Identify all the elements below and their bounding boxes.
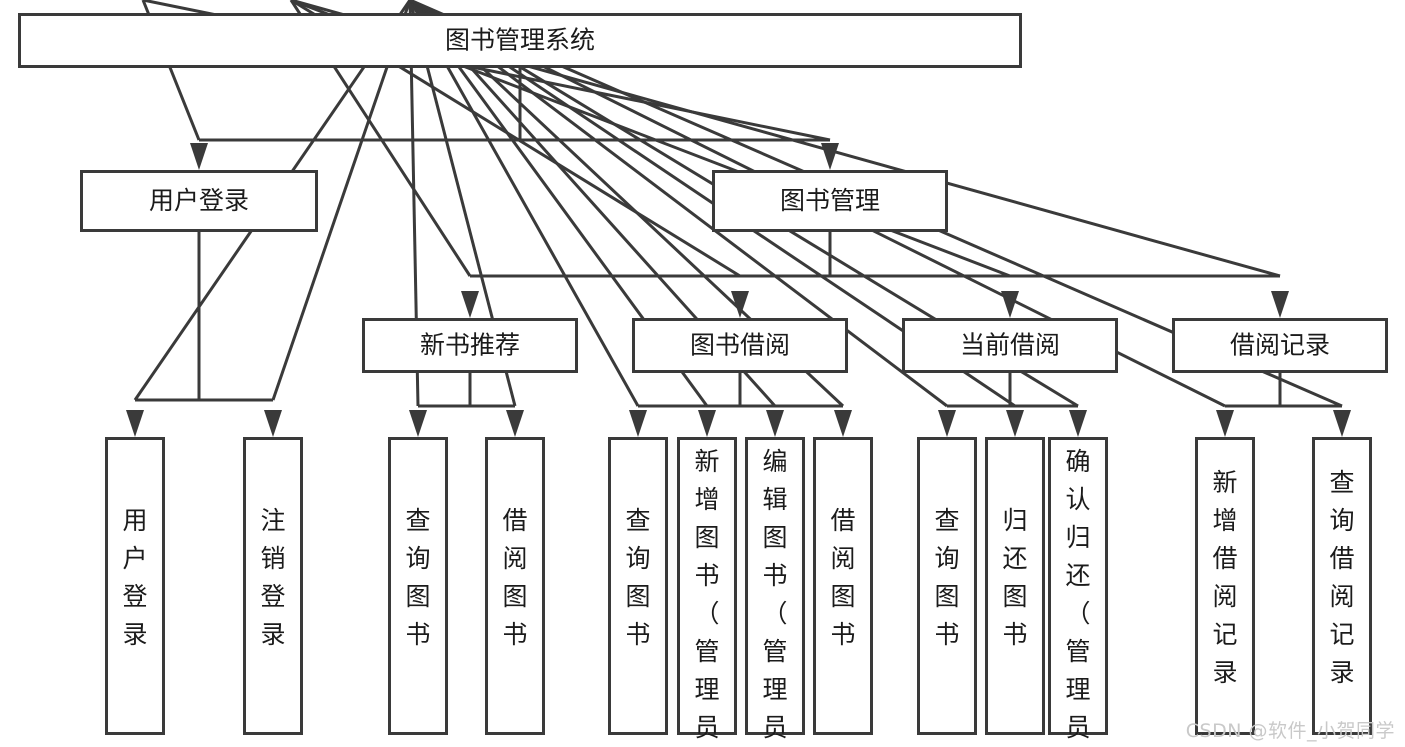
node-leaf-query-book-1[interactable]: 查询图书 [388, 437, 448, 735]
node-leaf-query-book-2-label: 查询图书 [625, 506, 650, 649]
node-leaf-query-book-2-rect[interactable] [608, 437, 668, 735]
arrow-head-icon [766, 410, 784, 437]
node-leaf-add-book-rect[interactable] [677, 437, 737, 735]
nodes: 图书管理系统用户登录图书管理新书推荐图书借阅当前借阅借阅记录用户登录注销登录查询… [18, 13, 1388, 747]
node-root-rect[interactable] [18, 13, 1022, 68]
node-leaf-query-book-3[interactable]: 查询图书 [917, 437, 977, 735]
node-leaf-confirm-return-label: 确认归还（管理员） [1065, 447, 1090, 747]
node-leaf-query-book-2[interactable]: 查询图书 [608, 437, 668, 735]
node-leaf-query-book-3-rect[interactable] [917, 437, 977, 735]
node-user-login-rect[interactable] [80, 170, 318, 232]
node-leaf-add-record-rect[interactable] [1195, 437, 1255, 735]
node-leaf-edit-book[interactable]: 编辑图书（管理员） [745, 437, 805, 747]
node-current-borrow-rect[interactable] [902, 318, 1118, 373]
node-leaf-logout-login-rect[interactable] [243, 437, 303, 735]
arrow-head-icon [698, 410, 716, 437]
node-book-management-label: 图书管理 [780, 186, 880, 215]
node-leaf-query-book-1-rect[interactable] [388, 437, 448, 735]
node-leaf-borrow-book-1[interactable]: 借阅图书 [485, 437, 545, 735]
arrow-head-icon [1216, 410, 1234, 437]
watermark-text: CSDN @软件_小贺同学 [1185, 720, 1395, 742]
node-root[interactable]: 图书管理系统 [18, 13, 1022, 68]
node-leaf-return-book-label: 归还图书 [1002, 506, 1027, 649]
node-leaf-query-record-label: 查询借阅记录 [1329, 468, 1354, 687]
node-leaf-query-book-3-label: 查询图书 [934, 506, 959, 649]
arrow-head-icon [190, 143, 208, 170]
node-book-borrow[interactable]: 图书借阅 [632, 318, 848, 373]
node-book-management[interactable]: 图书管理 [712, 170, 948, 232]
node-leaf-edit-book-label: 编辑图书（管理员） [762, 447, 787, 747]
node-current-borrow[interactable]: 当前借阅 [902, 318, 1118, 373]
node-root-label: 图书管理系统 [445, 26, 595, 55]
node-leaf-add-record[interactable]: 新增借阅记录 [1195, 437, 1255, 735]
node-leaf-add-book-label: 新增图书（管理员） [694, 447, 719, 747]
node-new-book-recommend-label: 新书推荐 [420, 331, 520, 360]
node-leaf-logout-login[interactable]: 注销登录 [243, 437, 303, 735]
node-user-login-label: 用户登录 [149, 186, 249, 215]
node-new-book-recommend[interactable]: 新书推荐 [362, 318, 578, 373]
arrow-head-icon [1069, 410, 1087, 437]
node-leaf-user-login-rect[interactable] [105, 437, 165, 735]
node-leaf-confirm-return-rect[interactable] [1048, 437, 1108, 735]
node-leaf-add-record-label: 新增借阅记录 [1212, 468, 1237, 687]
node-leaf-user-login-label: 用户登录 [122, 506, 147, 649]
node-user-login[interactable]: 用户登录 [80, 170, 318, 232]
arrow-head-icon [264, 410, 282, 437]
node-leaf-confirm-return[interactable]: 确认归还（管理员） [1048, 437, 1108, 747]
node-leaf-borrow-book-2[interactable]: 借阅图书 [813, 437, 873, 735]
arrow-head-icon [1006, 410, 1024, 437]
arrow-head-icon [126, 410, 144, 437]
arrow-head-icon [409, 410, 427, 437]
node-leaf-add-book[interactable]: 新增图书（管理员） [677, 437, 737, 747]
node-borrow-record-label: 借阅记录 [1230, 331, 1330, 360]
arrow-head-icon [834, 410, 852, 437]
node-current-borrow-label: 当前借阅 [960, 331, 1060, 360]
node-book-management-rect[interactable] [712, 170, 948, 232]
node-book-borrow-rect[interactable] [632, 318, 848, 373]
arrow-head-icon [1333, 410, 1351, 437]
node-leaf-return-book-rect[interactable] [985, 437, 1045, 735]
node-leaf-edit-book-rect[interactable] [745, 437, 805, 735]
node-leaf-query-book-1-label: 查询图书 [405, 506, 430, 649]
node-borrow-record-rect[interactable] [1172, 318, 1388, 373]
node-leaf-query-record-rect[interactable] [1312, 437, 1372, 735]
node-leaf-borrow-book-1-label: 借阅图书 [502, 506, 527, 649]
node-leaf-logout-login-label: 注销登录 [260, 506, 285, 649]
arrow-head-icon [461, 291, 479, 318]
node-book-borrow-label: 图书借阅 [690, 331, 790, 360]
node-leaf-borrow-book-2-label: 借阅图书 [830, 506, 855, 649]
arrow-head-icon [938, 410, 956, 437]
node-leaf-query-record[interactable]: 查询借阅记录 [1312, 437, 1372, 735]
node-borrow-record[interactable]: 借阅记录 [1172, 318, 1388, 373]
arrow-head-icon [731, 291, 749, 318]
node-new-book-recommend-rect[interactable] [362, 318, 578, 373]
node-leaf-borrow-book-1-rect[interactable] [485, 437, 545, 735]
node-leaf-return-book[interactable]: 归还图书 [985, 437, 1045, 735]
arrow-head-icon [629, 410, 647, 437]
arrow-head-icon [821, 143, 839, 170]
node-leaf-borrow-book-2-rect[interactable] [813, 437, 873, 735]
arrow-head-icon [1271, 291, 1289, 318]
arrow-head-icon [506, 410, 524, 437]
node-leaf-user-login[interactable]: 用户登录 [105, 437, 165, 735]
